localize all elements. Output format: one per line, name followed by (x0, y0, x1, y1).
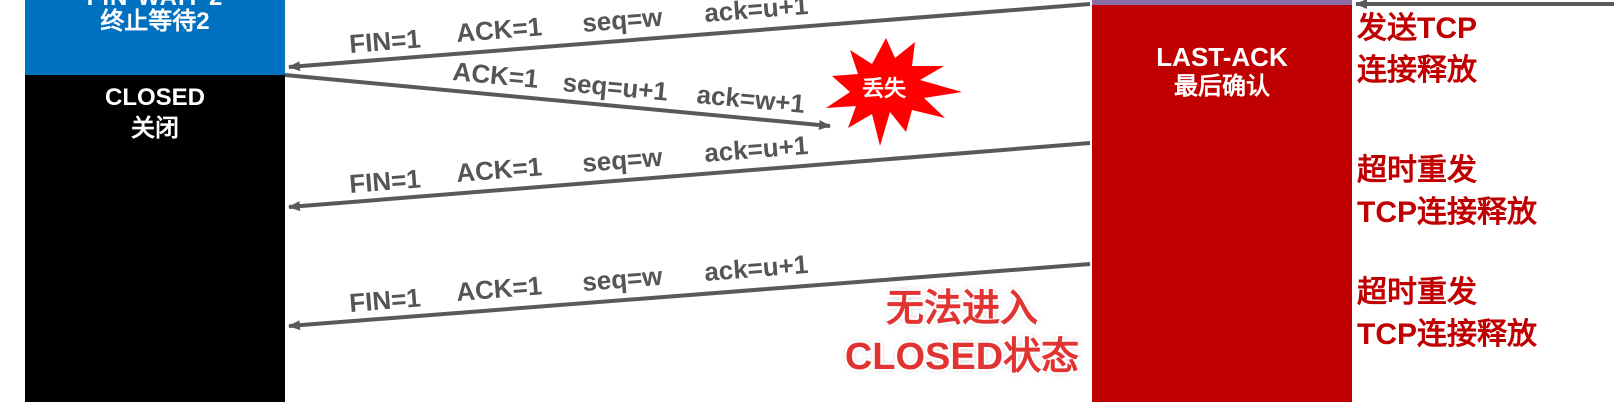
client-state-fin-wait-2: FIN-WAIT-2 终止等待2 (25, 0, 285, 75)
note-retx1-line1: 超时重发 (1357, 154, 1477, 187)
cannot-close-warning: 无法进入 CLOSED状态 (840, 285, 1084, 381)
fin2-fin-label: FIN=1 (348, 163, 422, 199)
note-retx2-line2: TCP连接释放 (1357, 318, 1537, 351)
warning-line2: CLOSED状态 (844, 336, 1080, 378)
fin1-fin-label: FIN=1 (348, 23, 422, 59)
fin2-ackno-label: ack=u+1 (703, 130, 809, 168)
arrow-fin-2 (288, 141, 1091, 212)
arrow-ack-lost (284, 73, 831, 130)
fin1-seq-label: seq=w (581, 2, 664, 38)
note-retransmit-1: 超时重发 TCP连接释放 (1357, 150, 1537, 234)
client-state-label-cn: 终止等待2 (100, 8, 210, 35)
fin3-fin-label: FIN=1 (348, 282, 422, 318)
client-state-closed: CLOSED 关闭 (25, 75, 285, 402)
fin3-seq-label: seq=w (581, 261, 664, 297)
fin2-seq-label: seq=w (581, 142, 664, 178)
arrow-ack-labels: ACK=1 seq=u+1 ack=w+1 (451, 56, 806, 119)
arrow-fin-2-labels: FIN=1 ACK=1 seq=w ack=u+1 (348, 130, 809, 199)
client-closed-label-cn: 关闭 (131, 115, 179, 142)
fin1-ack-label: ACK=1 (455, 11, 543, 48)
lost-label: 丢失 (862, 76, 907, 101)
note-send-line1: 发送TCP (1357, 12, 1477, 45)
arrow-fin-3 (288, 262, 1091, 331)
arrow-fin-3-labels: FIN=1 ACK=1 seq=w ack=u+1 (348, 249, 809, 318)
note-retx1-line2: TCP连接释放 (1357, 196, 1537, 229)
arrow-fin-1-labels: FIN=1 ACK=1 seq=w ack=u+1 (348, 0, 809, 59)
client-state-cut-label: FIN-WAIT-2 (25, 0, 285, 10)
note-send-release: 发送TCP 连接释放 (1357, 8, 1477, 92)
fin3-ack-label: ACK=1 (455, 270, 543, 307)
note-retransmit-2: 超时重发 TCP连接释放 (1357, 272, 1537, 356)
fin2-ack-label: ACK=1 (455, 151, 543, 188)
note-send-line2: 连接释放 (1357, 54, 1477, 87)
note-retx2-line1: 超时重发 (1357, 276, 1477, 309)
server-state-label-cn: 最后确认 (1174, 73, 1270, 100)
warning-line1: 无法进入 (885, 288, 1038, 330)
fin1-ackno-label: ack=u+1 (703, 0, 809, 28)
server-previous-state-strip (1092, 0, 1352, 5)
lost-burst-icon: 丢失 (826, 38, 962, 146)
server-state-last-ack: LAST-ACK 最后确认 (1092, 5, 1352, 402)
server-state-label-en: LAST-ACK (1156, 42, 1288, 72)
arrow-fin-1 (288, 2, 1091, 72)
client-closed-label-en: CLOSED (104, 84, 205, 111)
fin3-ackno-label: ack=u+1 (703, 249, 809, 287)
ack-ack-label: ACK=1 (451, 56, 539, 94)
